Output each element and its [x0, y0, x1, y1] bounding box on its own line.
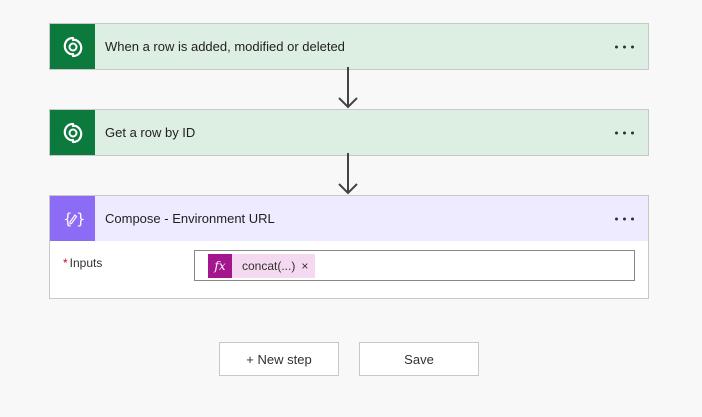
ellipsis-icon[interactable] — [615, 39, 634, 54]
save-button[interactable]: Save — [359, 342, 479, 376]
new-step-button[interactable]: + New step — [219, 342, 339, 376]
arrow-down-icon — [338, 67, 358, 109]
step-title: Get a row by ID — [105, 125, 196, 140]
step-title: When a row is added, modified or deleted — [105, 39, 345, 54]
step-header[interactable]: { } Compose - Environment URL — [50, 196, 648, 241]
inputs-field[interactable]: fx concat(...) × — [194, 250, 635, 281]
dataverse-icon — [50, 24, 95, 69]
ellipsis-icon[interactable] — [615, 125, 634, 140]
step-card-get-row[interactable]: Get a row by ID — [49, 109, 649, 156]
expression-token[interactable]: fx concat(...) × — [208, 253, 316, 278]
close-icon[interactable]: × — [301, 258, 309, 273]
svg-text:}: } — [76, 210, 85, 228]
required-marker: * — [63, 256, 68, 270]
svg-text:{: { — [63, 210, 73, 228]
ellipsis-icon[interactable] — [615, 211, 634, 226]
step-header[interactable]: Get a row by ID — [50, 110, 648, 155]
arrow-down-icon — [338, 153, 358, 195]
step-body: *Inputs fx concat(...) × — [50, 241, 648, 298]
token-label: concat(...) — [242, 258, 296, 273]
compose-icon: { } — [50, 196, 95, 241]
step-card-compose[interactable]: { } Compose - Environment URL *Inputs fx… — [49, 195, 649, 299]
step-header[interactable]: When a row is added, modified or deleted — [50, 24, 648, 69]
step-card-trigger[interactable]: When a row is added, modified or deleted — [49, 23, 649, 70]
inputs-label: *Inputs — [63, 256, 103, 270]
step-title: Compose - Environment URL — [105, 211, 275, 226]
function-icon: fx — [208, 253, 232, 278]
dataverse-icon — [50, 110, 95, 155]
